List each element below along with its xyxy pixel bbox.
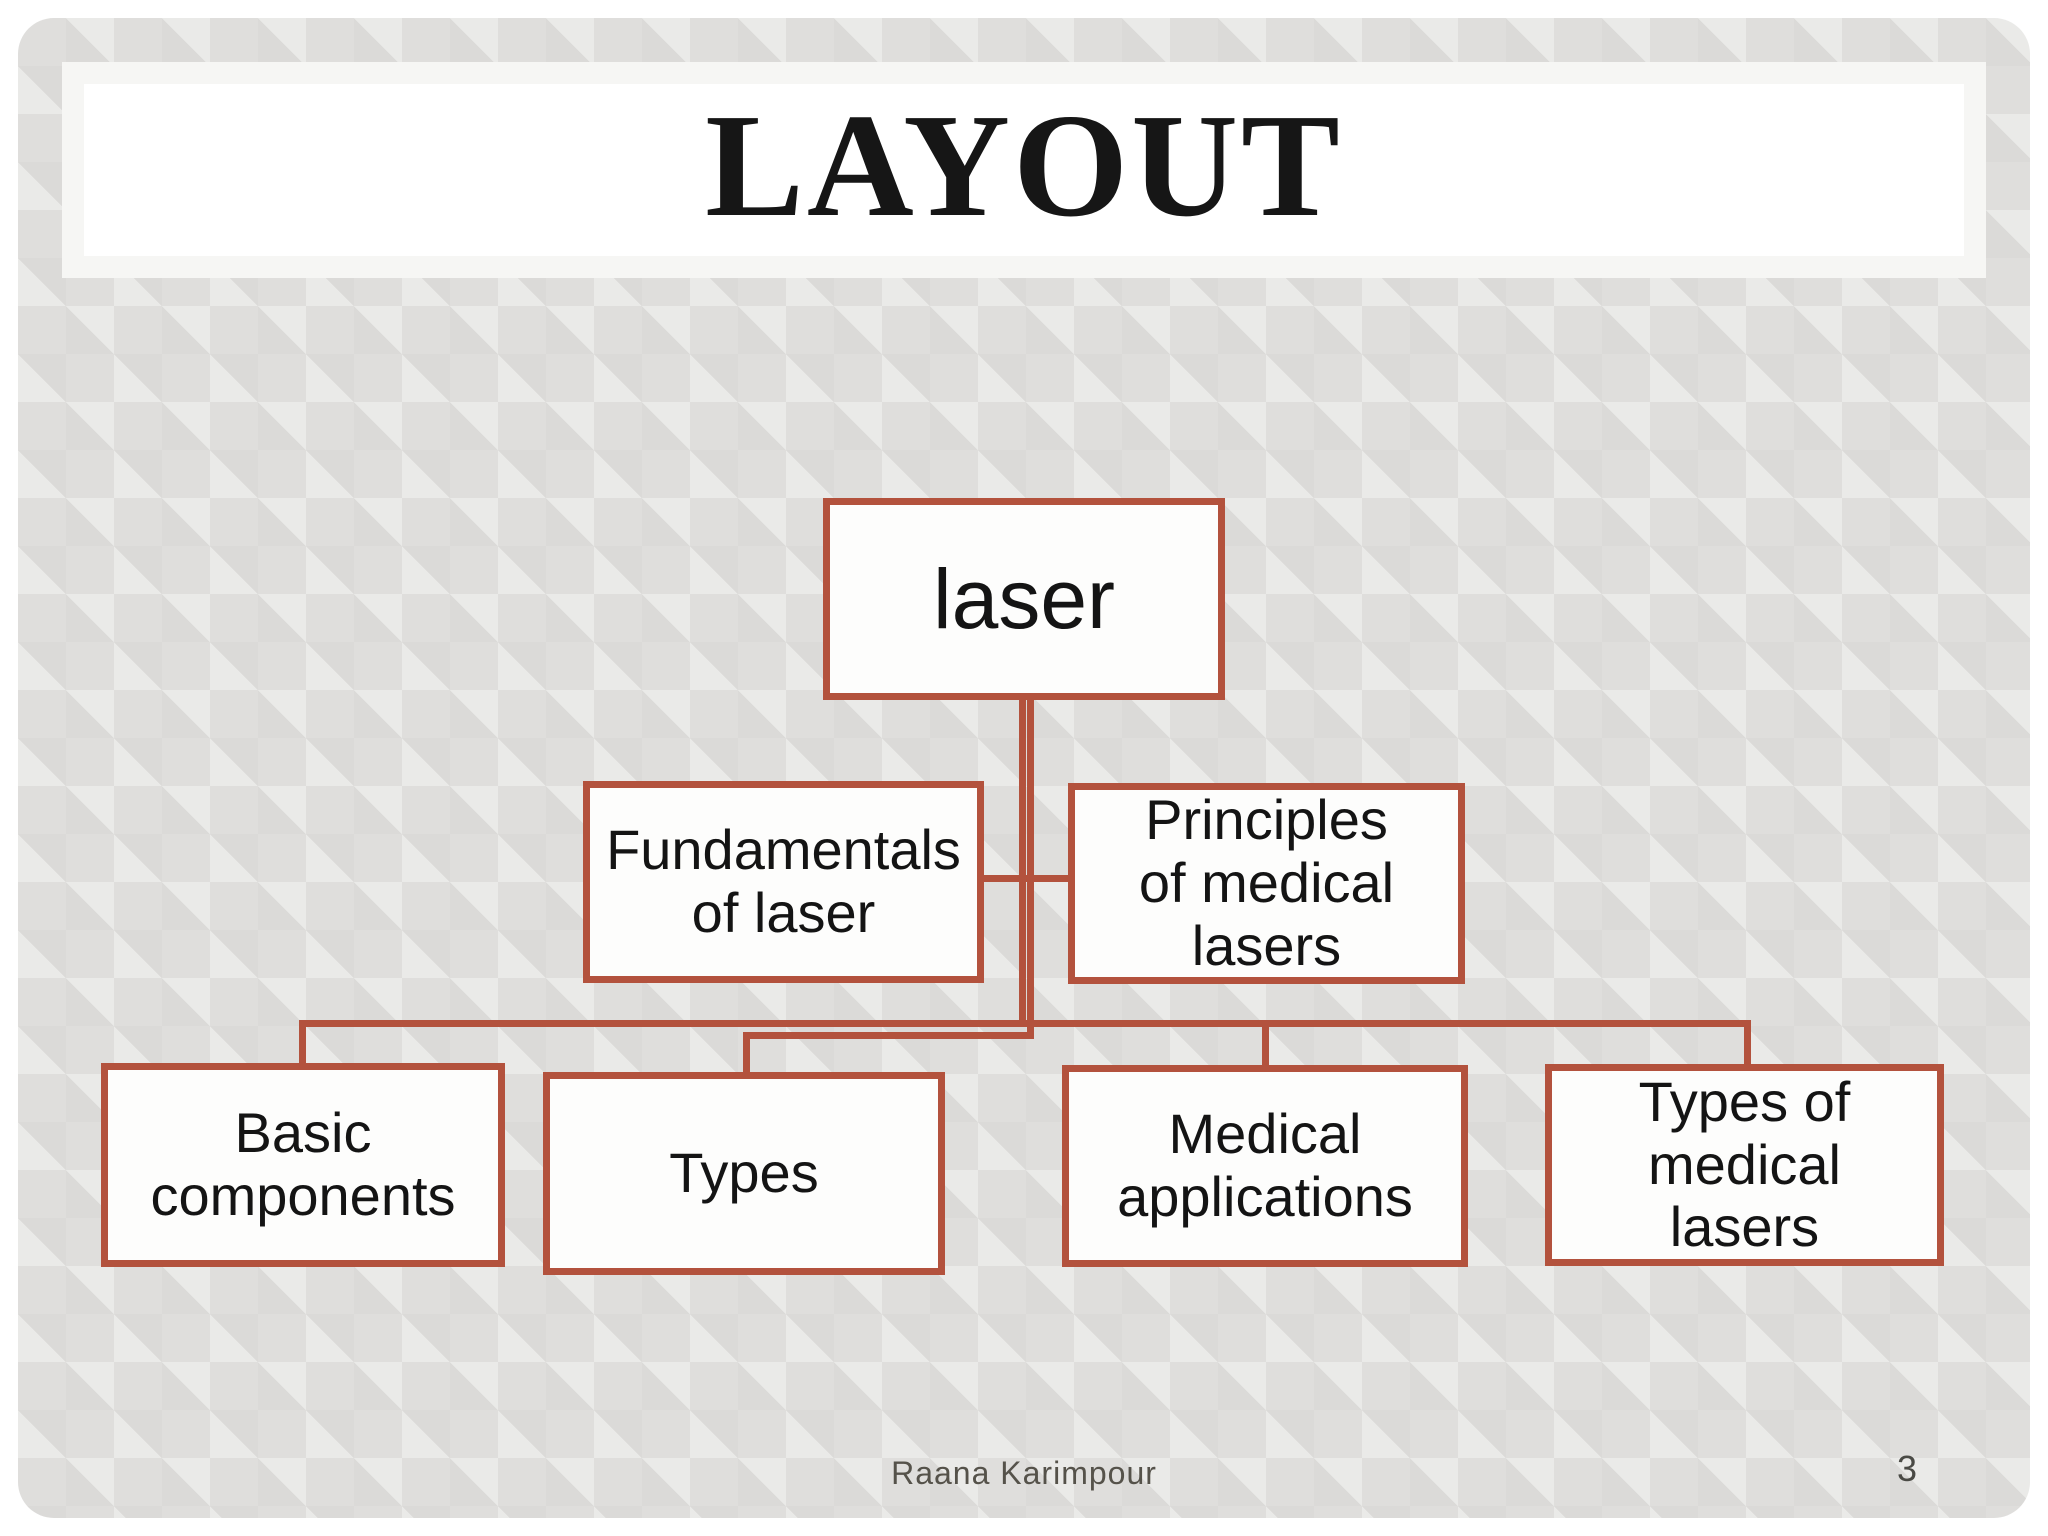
title-banner: LAYOUT <box>62 62 1986 278</box>
connector-root-vertical-2 <box>1027 700 1034 1039</box>
connector-drop-basic-components <box>299 1020 306 1065</box>
connector-drop-types-of-medical-lasers <box>1744 1020 1751 1066</box>
connector-types-rail <box>743 1032 1034 1039</box>
connector-main-rail <box>299 1020 1751 1027</box>
node-types-of-medical-lasers-label: Types of medical lasers <box>1638 1069 1851 1259</box>
page-number: 3 <box>1897 1448 1918 1489</box>
connector-root-vertical <box>1019 700 1026 1025</box>
node-principles-of-medical-lasers: Principles of medical lasers <box>1068 783 1465 984</box>
slide-title: LAYOUT <box>705 84 1343 248</box>
node-medical-applications-label: Medical applications <box>1117 1102 1413 1228</box>
node-types: Types <box>543 1072 945 1275</box>
connector-drop-medical-applications <box>1262 1020 1269 1067</box>
connector-drop-types <box>743 1032 750 1074</box>
node-laser: laser <box>823 498 1225 700</box>
node-fundamentals-of-laser: Fundamentals of laser <box>583 781 984 983</box>
node-types-label: Types <box>669 1141 819 1205</box>
node-laser-label: laser <box>932 551 1116 646</box>
connector-mid-stub <box>977 875 1071 882</box>
node-principles-of-medical-lasers-label: Principles of medical lasers <box>1138 788 1395 977</box>
node-basic-components: Basic components <box>101 1063 505 1267</box>
node-medical-applications: Medical applications <box>1062 1065 1468 1267</box>
footer-author: Raana Karimpour <box>891 1455 1157 1491</box>
node-basic-components-label: Basic components <box>150 1101 456 1227</box>
node-fundamentals-of-laser-label: Fundamentals of laser <box>606 818 961 944</box>
node-types-of-medical-lasers: Types of medical lasers <box>1545 1064 1944 1266</box>
